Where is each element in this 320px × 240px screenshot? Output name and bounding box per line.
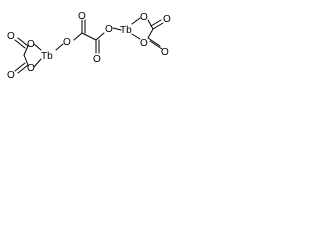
bond <box>14 62 26 72</box>
atom-tb: Tb <box>120 25 132 36</box>
atom-o: O <box>63 37 71 48</box>
atom-o: O <box>78 11 86 22</box>
bond <box>33 43 42 51</box>
bond <box>152 22 164 30</box>
bond <box>55 43 64 51</box>
bond <box>149 40 163 50</box>
bond <box>73 32 83 41</box>
atom-o: O <box>27 63 35 74</box>
bond <box>95 32 105 41</box>
bond <box>131 17 141 25</box>
atom-o: O <box>140 38 148 49</box>
bond <box>17 64 29 74</box>
bond <box>14 39 26 49</box>
atom-o: O <box>7 31 15 42</box>
atom-o: O <box>27 39 35 50</box>
bond <box>147 28 154 39</box>
bond <box>33 58 42 68</box>
atom-tb: Tb <box>41 51 53 62</box>
bond <box>150 19 162 27</box>
atom-o: O <box>161 47 169 58</box>
atom-o: O <box>163 14 171 25</box>
bond <box>23 54 29 66</box>
atom-o: O <box>7 70 15 81</box>
bond <box>112 27 122 31</box>
bond <box>147 37 161 47</box>
atom-o: O <box>140 12 148 23</box>
bond <box>147 19 154 30</box>
bond <box>23 45 29 56</box>
bond <box>17 37 29 47</box>
atom-o: O <box>93 54 101 65</box>
bond <box>81 32 97 41</box>
bond <box>131 33 141 40</box>
chemical-structure: Tb Tb O O O O O O O O O O O O <box>7 11 171 81</box>
atom-o: O <box>105 24 113 35</box>
